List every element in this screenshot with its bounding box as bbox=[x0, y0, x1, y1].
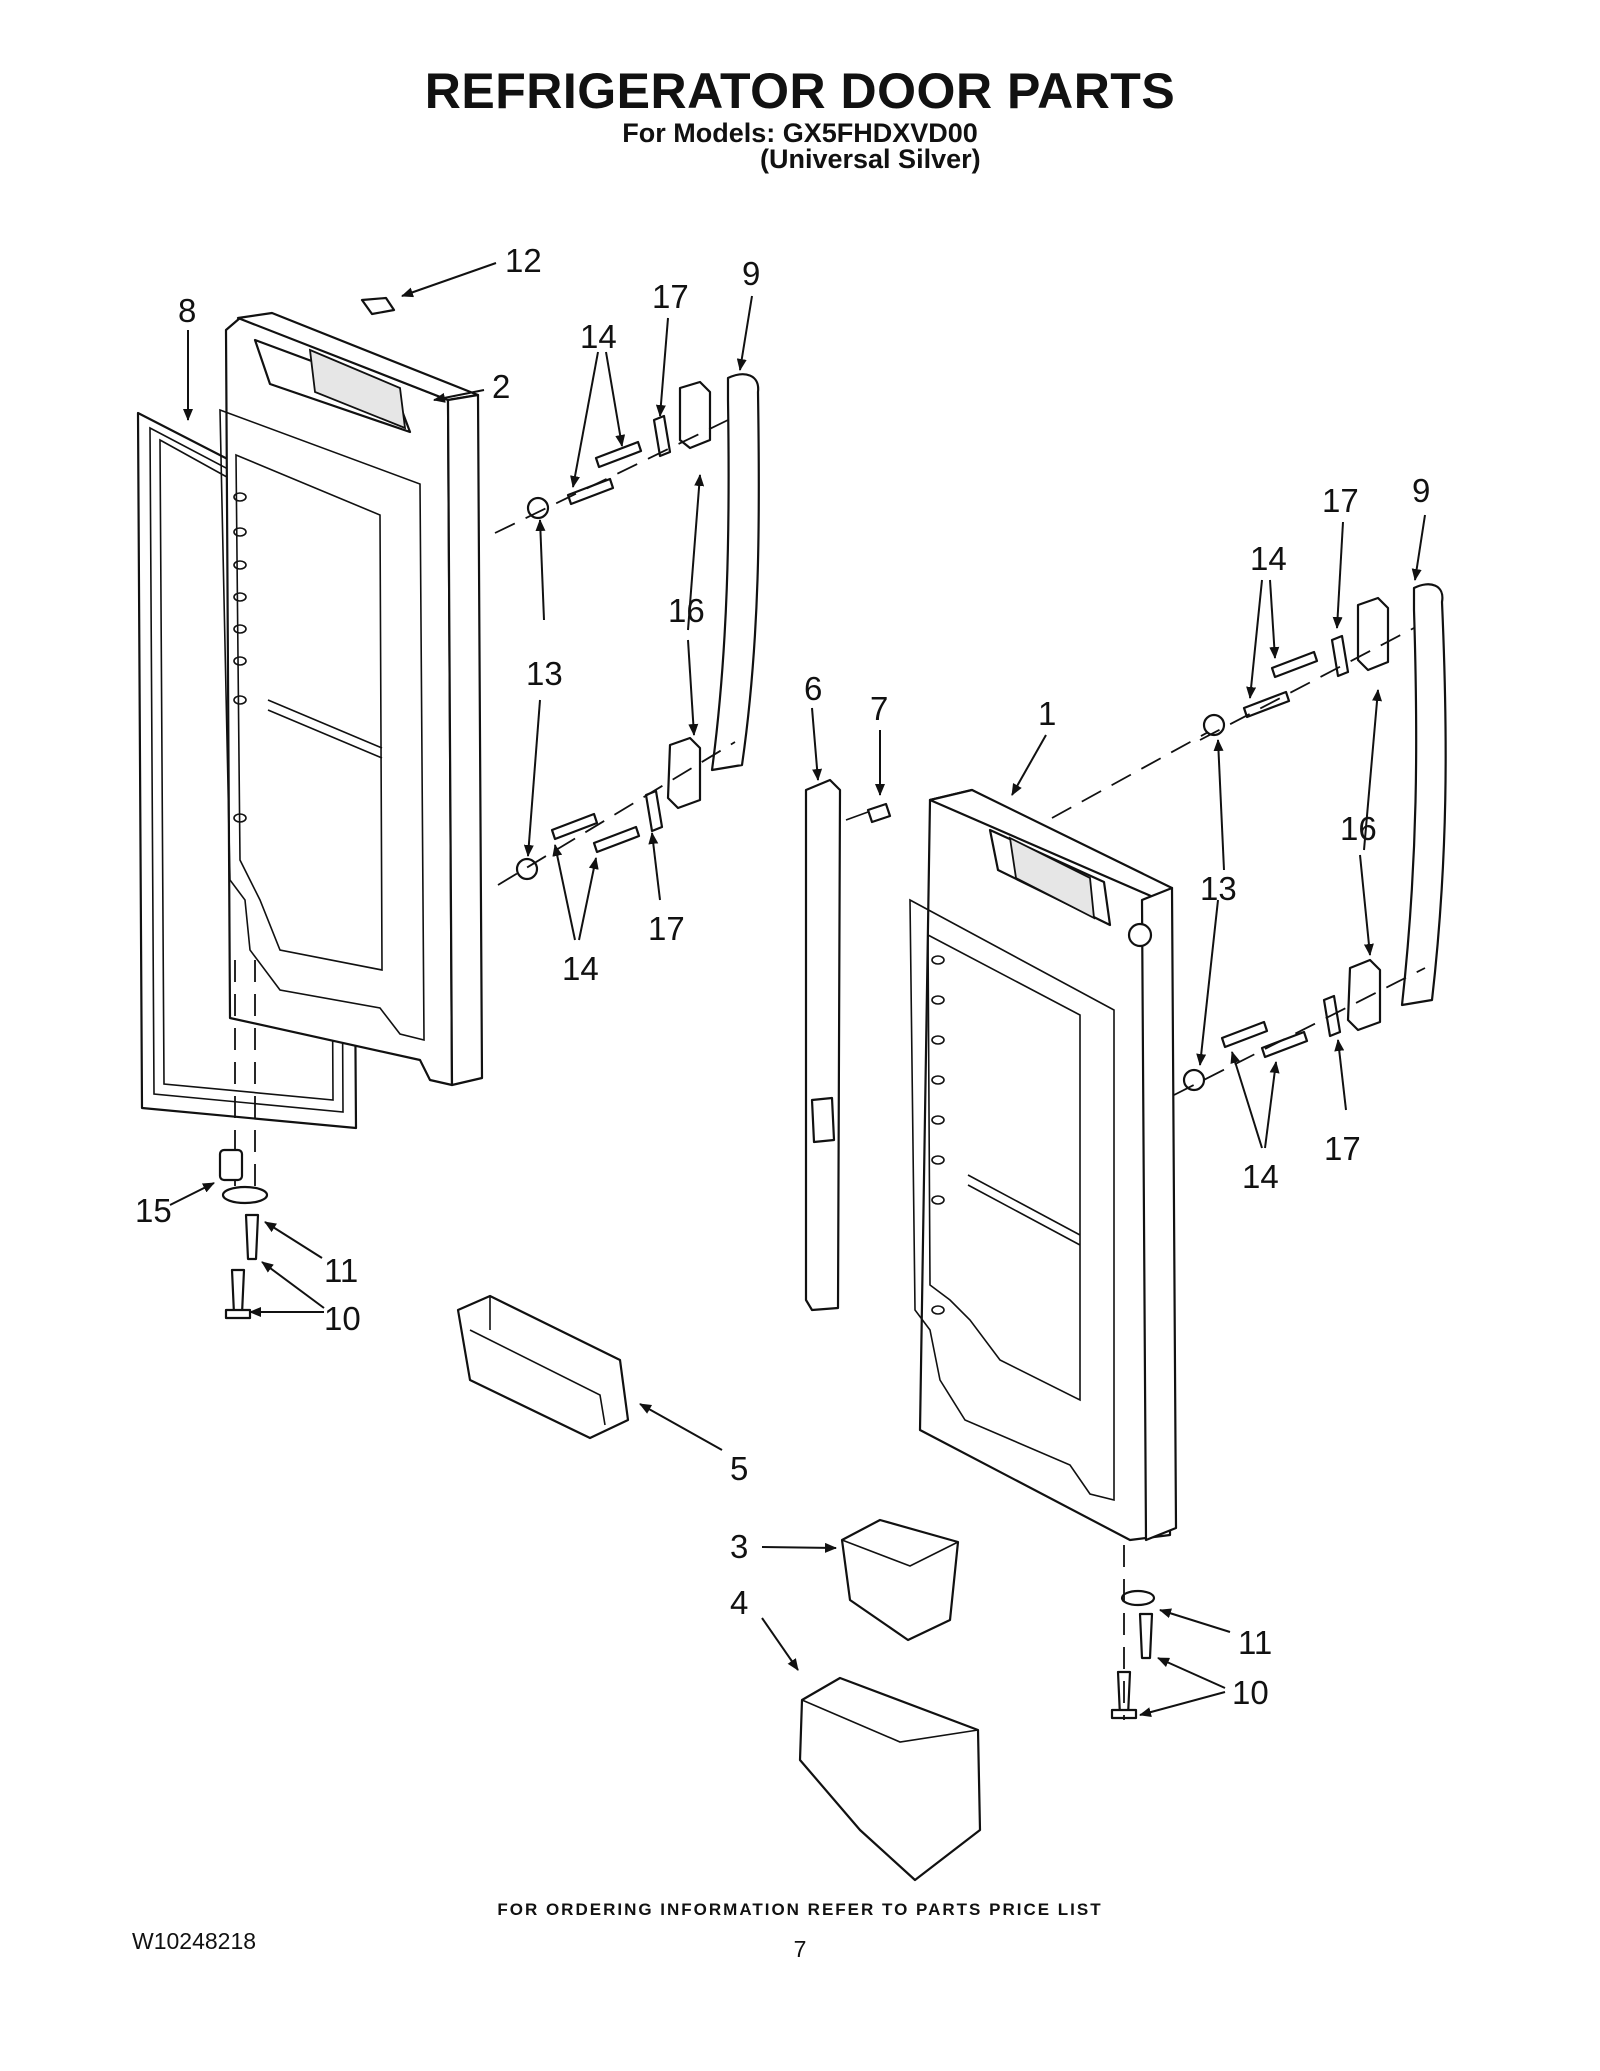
callout-7: 7 bbox=[870, 690, 888, 727]
ice-bin-parts bbox=[798, 1518, 982, 1882]
callout-9: 9 bbox=[742, 255, 760, 292]
callout-13: 13 bbox=[526, 655, 563, 692]
left-handle-assembly bbox=[494, 373, 760, 886]
callout-6: 6 bbox=[804, 670, 822, 707]
color-line: (Universal Silver) bbox=[760, 144, 981, 174]
callout-17: 17 bbox=[1322, 482, 1359, 519]
callout-14: 14 bbox=[562, 950, 599, 987]
door-trim-part bbox=[804, 778, 892, 1312]
callout-17: 17 bbox=[1324, 1130, 1361, 1167]
callout-15: 15 bbox=[135, 1192, 172, 1229]
callout-16: 16 bbox=[668, 592, 705, 629]
left-door-part bbox=[219, 311, 484, 1200]
callout-10: 10 bbox=[324, 1300, 361, 1337]
right-handle-assembly bbox=[1173, 583, 1447, 1096]
callout-2: 2 bbox=[492, 368, 510, 405]
callout-10: 10 bbox=[1232, 1674, 1269, 1711]
callout-4: 4 bbox=[730, 1584, 748, 1621]
callout-labels: 12 2 8 9 17 14 16 13 17 14 6 7 1 9 17 14… bbox=[135, 242, 1430, 1711]
callout-1: 1 bbox=[1038, 695, 1056, 732]
right-hinge-hardware bbox=[1110, 1545, 1156, 1720]
door-bin-part bbox=[456, 1294, 630, 1440]
right-door-part bbox=[909, 729, 1213, 1542]
page-title: REFRIGERATOR DOOR PARTS bbox=[424, 63, 1176, 119]
ordering-note: FOR ORDERING INFORMATION REFER TO PARTS … bbox=[497, 1900, 1103, 1919]
left-hinge-hardware bbox=[218, 1148, 269, 1320]
callout-9: 9 bbox=[1412, 472, 1430, 509]
document-code: W10248218 bbox=[132, 1928, 257, 1954]
callout-14: 14 bbox=[1242, 1158, 1279, 1195]
callout-leaders bbox=[169, 262, 1426, 1717]
callout-11: 11 bbox=[324, 1252, 358, 1289]
callout-13: 13 bbox=[1200, 870, 1237, 907]
callout-5: 5 bbox=[730, 1450, 748, 1487]
seal-part bbox=[360, 296, 396, 316]
callout-17: 17 bbox=[648, 910, 685, 947]
callout-17: 17 bbox=[652, 278, 689, 315]
models-line: For Models: GX5FHDXVD00 bbox=[622, 118, 978, 148]
callout-14: 14 bbox=[1250, 540, 1287, 577]
page-number: 7 bbox=[793, 1936, 807, 1962]
callout-11: 11 bbox=[1238, 1624, 1272, 1661]
callout-8: 8 bbox=[178, 292, 196, 329]
callout-3: 3 bbox=[730, 1528, 748, 1565]
callout-14: 14 bbox=[580, 318, 617, 355]
callout-12: 12 bbox=[505, 242, 542, 279]
callout-16: 16 bbox=[1340, 810, 1377, 847]
